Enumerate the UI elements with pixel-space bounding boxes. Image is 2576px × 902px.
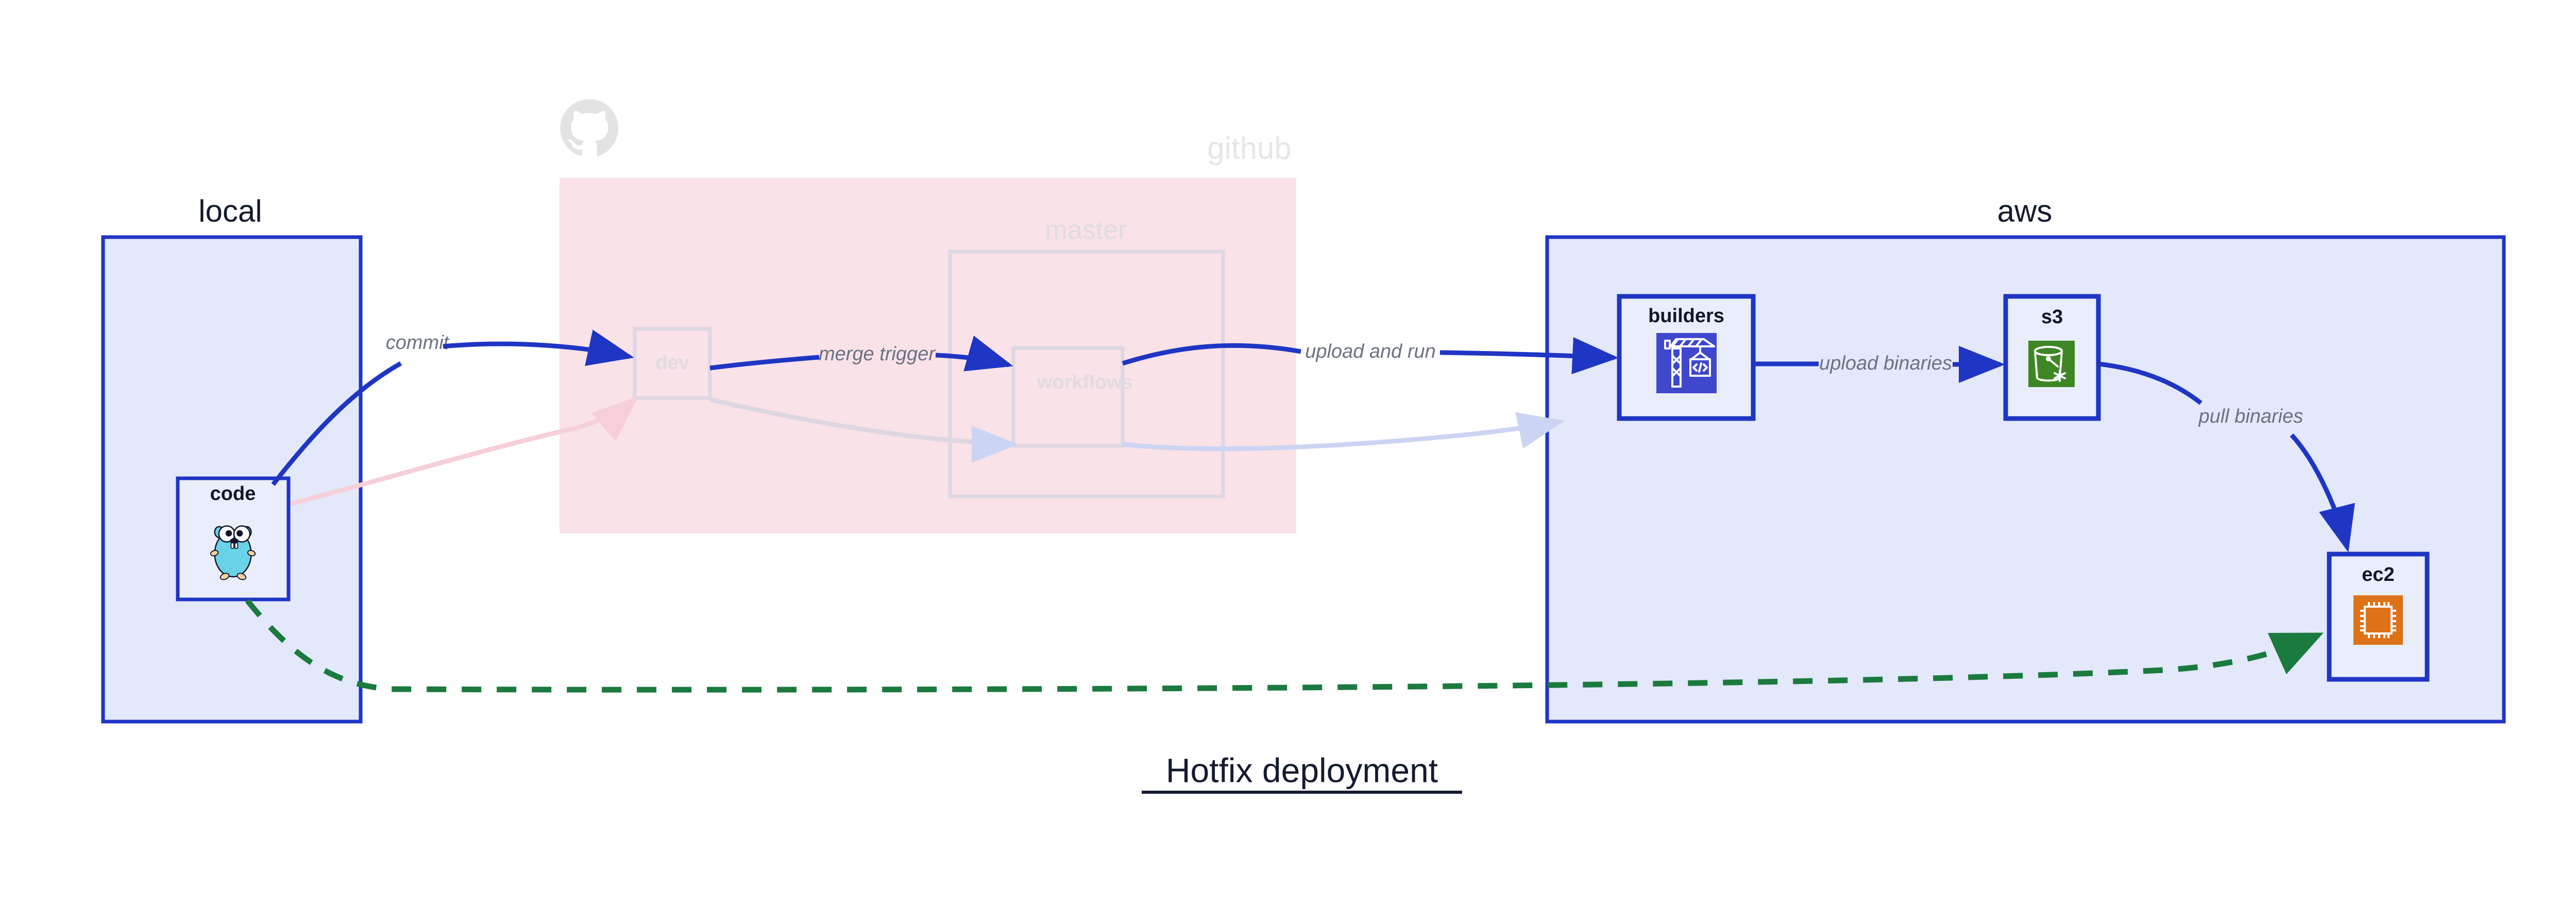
edge-label-upload-and-run: upload and run: [1305, 341, 1436, 362]
node-label-s3: s3: [2041, 306, 2063, 328]
edge-hotfix-direct: [245, 598, 2324, 693]
node-s3[interactable]: s3: [2003, 294, 2101, 421]
github-octocat-icon: [560, 99, 619, 156]
node-builders[interactable]: builders: [1617, 294, 1756, 421]
go-gopher-icon: [210, 525, 256, 580]
aws-ec2-chip-icon: [2353, 595, 2403, 645]
node-label-ec2: ec2: [2362, 564, 2394, 586]
node-ec2[interactable]: ec2: [2327, 552, 2430, 682]
edge-label-upload-binaries: upload binaries: [1819, 353, 1952, 374]
ghost-edges: [242, 396, 1565, 518]
node-label-code: code: [210, 483, 256, 505]
aws-codebuild-crane-icon: [1656, 333, 1717, 393]
group-github: github: [560, 99, 1296, 533]
node-label-builders: builders: [1648, 305, 1724, 327]
node-label-workflows: workflows: [1037, 372, 1133, 393]
edge-upload-binaries: upload binaries: [1753, 346, 2005, 383]
edge-commit: commit: [271, 329, 634, 486]
edge-label-pull-binaries: pull binaries: [2198, 406, 2303, 427]
page-title: Hotfix deployment: [1166, 751, 1438, 789]
node-dev: dev: [633, 327, 712, 400]
group-label-aws: aws: [1997, 194, 2053, 228]
aws-s3-bucket-icon: [2028, 341, 2075, 387]
node-code[interactable]: code: [176, 476, 291, 602]
group-label-local: local: [198, 194, 262, 228]
node-label-master: master: [1045, 215, 1127, 245]
node-label-dev: dev: [655, 352, 689, 374]
edge-pull-binaries: pull binaries: [2098, 361, 2355, 553]
diagram-title: Hotfix deployment: [1142, 751, 1462, 794]
edge-label-commit: commit: [386, 332, 450, 354]
edge-label-merge-trigger: merge trigger: [819, 343, 936, 365]
edge-upload-and-run: upload and run: [1122, 337, 1619, 375]
edge-merge-trigger: merge trigger: [709, 336, 1013, 372]
node-master: master: [948, 215, 1225, 498]
node-workflows: workflows: [1011, 346, 1133, 448]
group-label-github: github: [1207, 131, 1291, 165]
group-local: local: [101, 194, 363, 724]
